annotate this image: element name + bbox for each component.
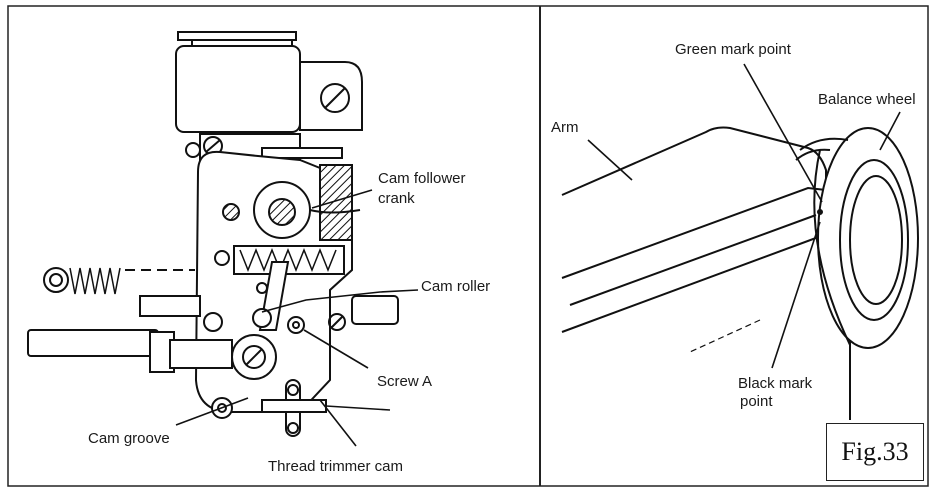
label-balance-wheel: Balance wheel	[818, 91, 916, 108]
label-screw-a: Screw A	[377, 373, 432, 390]
label-black-mark-point-line1: Black mark	[738, 375, 813, 392]
label-arm: Arm	[551, 119, 579, 136]
label-cam-follower-crank-line1: Cam follower	[378, 170, 466, 187]
left-leader-lines	[175, 189, 419, 447]
right-leader-lines	[587, 63, 901, 369]
label-black-mark-point-line2: point	[740, 393, 773, 410]
label-cam-groove: Cam groove	[88, 430, 170, 447]
label-cam-roller: Cam roller	[421, 278, 490, 295]
label-thread-trimmer-cam: Thread trimmer cam	[268, 458, 403, 475]
label-green-mark-point: Green mark point	[675, 41, 792, 58]
outer-border	[7, 5, 929, 487]
figure-number-box: Fig.33	[826, 423, 924, 481]
label-cam-follower-crank-line2: crank	[378, 190, 415, 207]
figure-number: Fig.33	[841, 437, 909, 466]
thread-trimmer-mechanism	[27, 31, 399, 437]
arm-and-balance-wheel	[561, 126, 919, 420]
